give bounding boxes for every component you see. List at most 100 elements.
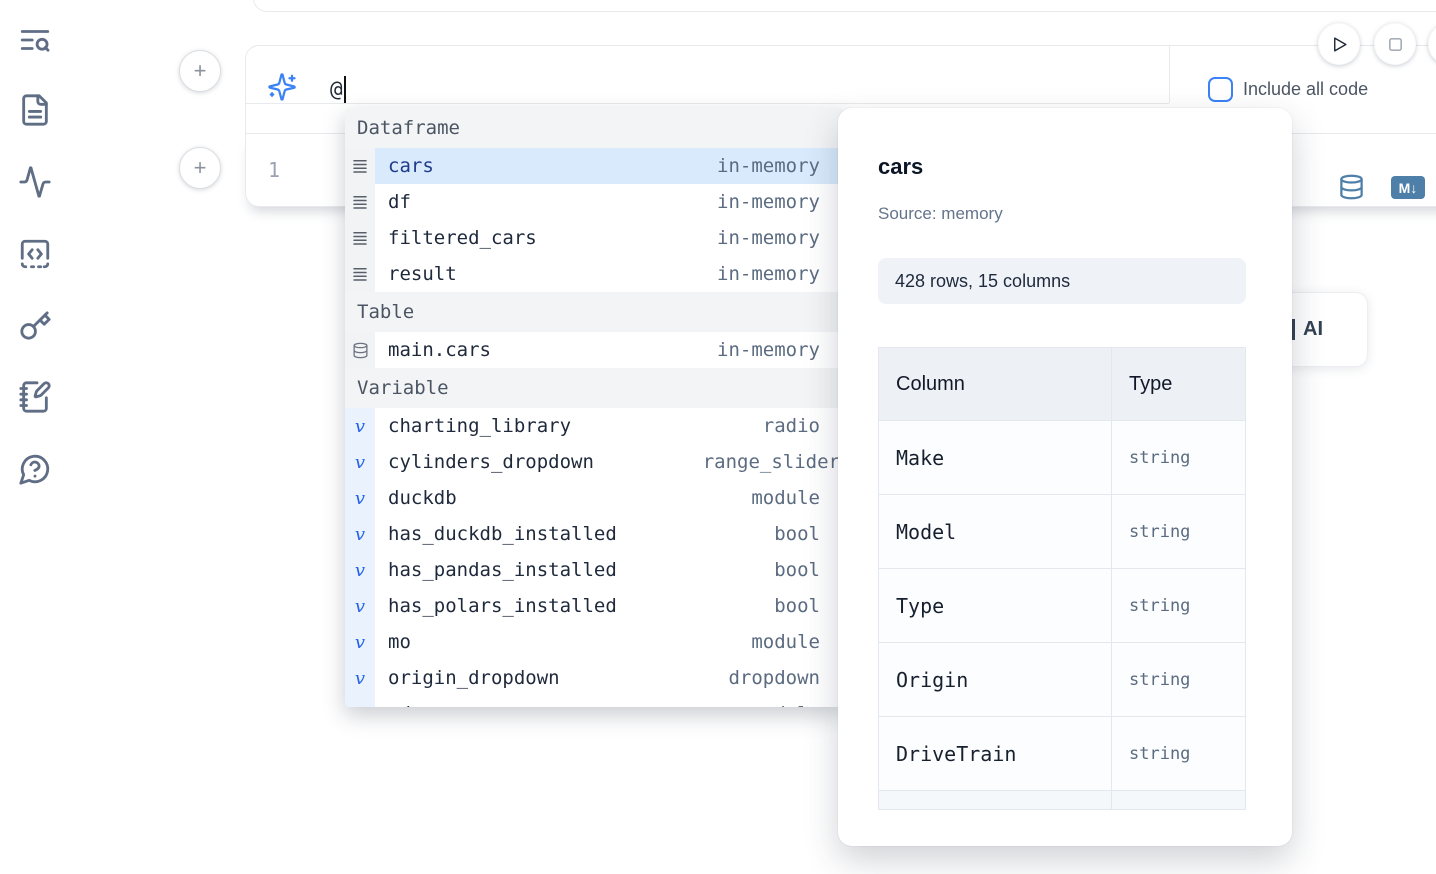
item-name: cars [388, 155, 434, 177]
activity-icon[interactable] [18, 165, 52, 199]
item-name: has_duckdb_installed [388, 523, 617, 545]
schema-row: Make string [879, 421, 1245, 495]
datasource-icon[interactable] [1338, 173, 1365, 201]
variable-icon: v [345, 408, 375, 444]
section-header-dataframe: Dataframe [345, 108, 843, 148]
preview-schema-table: Column Type Make string Model string Typ… [878, 347, 1246, 810]
item-name: cylinders_dropdown [388, 451, 594, 473]
preview-shape-summary: 428 rows, 15 columns [878, 258, 1246, 304]
ai-button-label: AI [1303, 318, 1323, 340]
include-all-code-label: Include all code [1243, 79, 1369, 99]
item-type: module [751, 703, 843, 707]
item-type: bool [774, 559, 820, 581]
variable-icon: v [345, 588, 375, 624]
item-name: has_pandas_installed [388, 559, 617, 581]
column-type: string [1129, 595, 1191, 616]
variable-icon: v [345, 444, 375, 480]
code-snippets-icon[interactable] [18, 237, 52, 271]
item-name: mo [388, 631, 411, 653]
preview-title: cars [878, 154, 924, 179]
autocomplete-item-charting-library[interactable]: v charting_library radio [345, 408, 843, 444]
item-type: radio [762, 415, 820, 437]
item-type: in-memory [717, 263, 820, 285]
column-name: DriveTrain [879, 717, 1112, 790]
autocomplete-item-has-pandas-installed[interactable]: v has_pandas_installed bool [345, 552, 843, 588]
variable-icon: v [345, 624, 375, 660]
stop-icon [1388, 37, 1402, 51]
item-type: in-memory [717, 155, 820, 177]
schema-row-clipped [879, 791, 1245, 809]
secrets-key-icon[interactable] [18, 308, 52, 342]
database-icon [345, 332, 375, 368]
column-type: string [1129, 521, 1191, 542]
item-type: dropdown [728, 667, 820, 689]
item-type: module [751, 631, 820, 653]
section-header-variable: Variable [345, 368, 843, 408]
more-cell-button[interactable] [1428, 23, 1436, 65]
column-header: Column [879, 348, 1112, 420]
item-type: bool [774, 523, 820, 545]
variable-icon: v [345, 516, 375, 552]
autocomplete-item-has-duckdb-installed[interactable]: v has_duckdb_installed bool [345, 516, 843, 552]
include-all-code-checkbox[interactable] [1208, 77, 1233, 102]
item-name: duckdb [388, 487, 457, 509]
ai-input-underline [245, 103, 1169, 104]
column-name: Origin [879, 643, 1112, 716]
autocomplete-item-pd[interactable]: v pdmodule [345, 696, 843, 707]
prompt-value: @ [330, 77, 343, 101]
item-name: main.cars [388, 339, 491, 361]
autocomplete-item-mo[interactable]: v mo module [345, 624, 843, 660]
hidden-label-fragment [1292, 319, 1295, 340]
item-name: result [388, 263, 457, 285]
section-header-table: Table [345, 292, 843, 332]
preview-source: Source: memory [878, 204, 1003, 223]
column-name: Model [879, 495, 1112, 568]
stop-cell-button[interactable] [1374, 23, 1416, 65]
dataframe-rows-icon [345, 256, 375, 292]
file-text-icon[interactable] [18, 93, 52, 127]
autocomplete-item-result[interactable]: result in-memory [345, 256, 843, 292]
schema-header-row: Column Type [879, 348, 1245, 421]
add-cell-above-button[interactable]: + [179, 50, 221, 92]
dataframe-rows-icon [345, 184, 375, 220]
column-name: Type [879, 569, 1112, 642]
dataframe-rows-icon [345, 220, 375, 256]
variable-icon: v [345, 480, 375, 516]
help-chat-icon[interactable] [18, 452, 52, 486]
variable-icon: v [345, 552, 375, 588]
item-type: in-memory [717, 227, 820, 249]
column-type: string [1129, 743, 1191, 764]
schema-row: Model string [879, 495, 1245, 569]
autocomplete-item-cars[interactable]: cars in-memory [345, 148, 843, 184]
item-name: has_polars_installed [388, 595, 617, 617]
play-icon [1333, 36, 1347, 52]
autocomplete-item-filtered-cars[interactable]: filtered_cars in-memory [345, 220, 843, 256]
ai-sparkle-icon [267, 72, 297, 102]
item-type: range_slider [702, 451, 840, 473]
item-name: charting_library [388, 415, 572, 437]
column-type: string [1129, 447, 1191, 468]
autocomplete-item-cylinders-dropdown[interactable]: v cylinders_dropdown range_slider [345, 444, 843, 480]
item-type: bool [774, 595, 820, 617]
type-header: Type [1129, 372, 1173, 395]
add-cell-below-button[interactable]: + [179, 147, 221, 189]
item-name: filtered_cars [388, 227, 537, 249]
previous-cell-edge [253, 0, 1436, 12]
notebook-pen-icon[interactable] [18, 380, 52, 414]
file-explorer-search-icon[interactable] [18, 23, 52, 57]
ai-prompt-input[interactable]: @ [330, 74, 346, 104]
variable-icon: v [345, 660, 375, 696]
column-name: Make [879, 421, 1112, 494]
convert-to-markdown-icon[interactable]: M↓ [1391, 176, 1425, 199]
schema-row: DriveTrain string [879, 717, 1245, 791]
schema-row: Type string [879, 569, 1245, 643]
autocomplete-item-has-polars-installed[interactable]: v has_polars_installed bool [345, 588, 843, 624]
run-cell-button[interactable] [1318, 23, 1360, 65]
text-caret [343, 75, 346, 103]
